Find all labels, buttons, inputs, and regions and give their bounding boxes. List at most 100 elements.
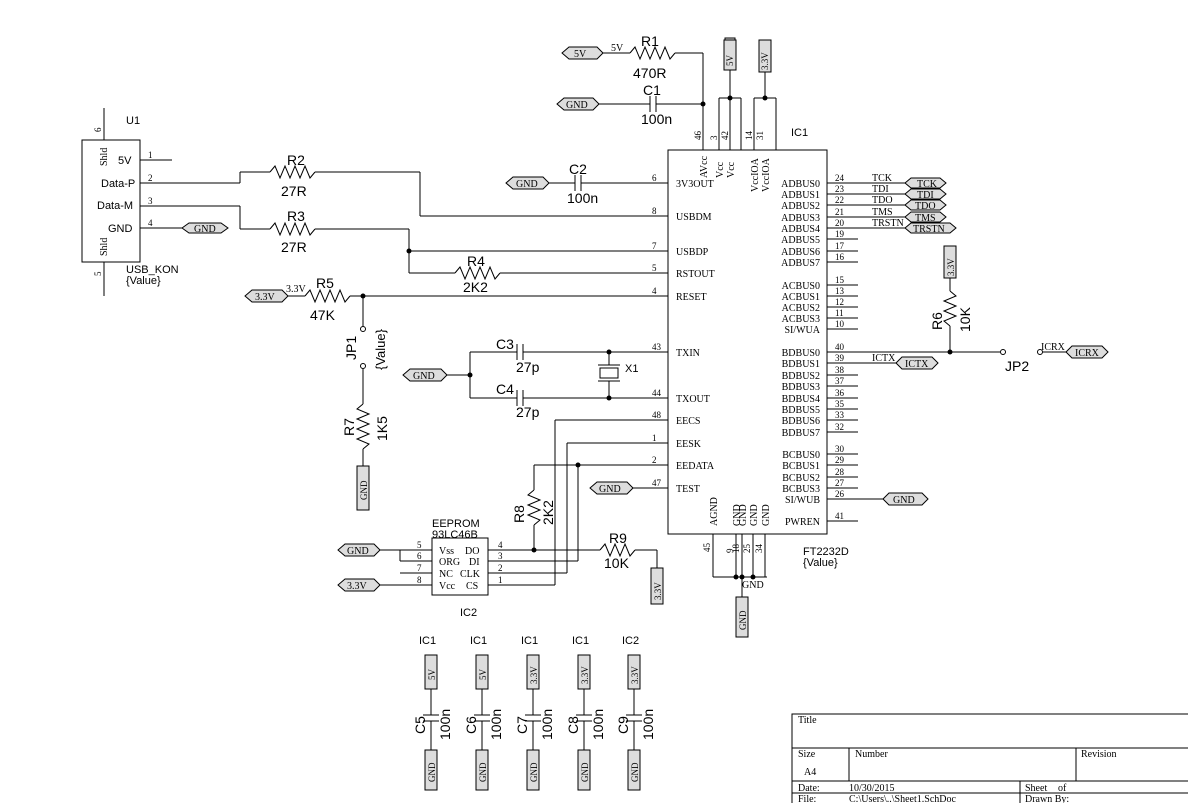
of-label: of bbox=[1058, 783, 1067, 794]
ic1-pin-name: BCBUS3 bbox=[782, 484, 820, 495]
port-tdi[interactable]: TDI bbox=[904, 188, 947, 201]
ic1-pin-number: 21 bbox=[835, 207, 844, 217]
svg-text:3: 3 bbox=[498, 551, 503, 561]
ic1-pin-number: 40 bbox=[835, 342, 845, 352]
size-value: A4 bbox=[804, 767, 816, 778]
port-3v3-r9[interactable]: 3.3V bbox=[650, 567, 664, 605]
supply-port-label: 3.3V bbox=[580, 666, 590, 684]
ic1-pin-number: 23 bbox=[835, 184, 845, 194]
ic1-pin-number: 31 bbox=[755, 131, 765, 140]
jtag-nets: TCK TDI TDO TMS TRSTN bbox=[850, 173, 905, 229]
svg-text:ICRX: ICRX bbox=[1075, 348, 1100, 359]
svg-text:Vss: Vss bbox=[439, 546, 454, 557]
decoupling-ic-label: IC1 bbox=[521, 635, 538, 647]
port-3v3-top[interactable]: 3.3V bbox=[758, 39, 772, 73]
svg-text:Vcc: Vcc bbox=[439, 581, 456, 592]
gnd-port-c1[interactable]: GND bbox=[556, 97, 600, 111]
port-trstn[interactable]: TRSTN bbox=[904, 222, 957, 235]
port-5v-r1[interactable]: 5V bbox=[561, 46, 604, 60]
r1-value: 470R bbox=[633, 65, 666, 81]
r7-value: 1K5 bbox=[374, 416, 390, 441]
port-3v3-ic2[interactable]: 3.3V bbox=[337, 578, 381, 592]
sheet-label: Sheet bbox=[1025, 783, 1047, 794]
svg-text:1: 1 bbox=[498, 575, 503, 585]
gnd-port bbox=[577, 749, 591, 791]
u1-pin-datap-label: Data-P bbox=[101, 178, 135, 190]
svg-text:3.3V: 3.3V bbox=[946, 258, 956, 276]
ic2-eeprom[interactable]: EEPROM 93LC46B IC2 5 6 7 8 4 3 2 1 Vss O… bbox=[400, 518, 578, 619]
ic1-pin-number: 42 bbox=[720, 131, 730, 140]
c1-value: 100n bbox=[641, 111, 672, 127]
ic2-part: EEPROM bbox=[432, 518, 480, 530]
ic1-pin-number: 12 bbox=[835, 297, 844, 307]
port-5v-top[interactable]: 5V bbox=[723, 37, 737, 71]
ic1-pin-number: 43 bbox=[652, 342, 662, 352]
ic1-pin-number: 47 bbox=[652, 478, 662, 488]
gnd-port-x1[interactable]: GND bbox=[402, 368, 448, 382]
port-tms[interactable]: TMS bbox=[904, 211, 947, 224]
gnd-port bbox=[526, 749, 540, 791]
port-tck[interactable]: TCK bbox=[904, 177, 947, 190]
r8-ref: R8 bbox=[511, 505, 527, 523]
ic1-pin-number: 46 bbox=[693, 131, 703, 141]
ic1-pin-name: Vcc bbox=[726, 161, 737, 178]
ic1-pin-number: 19 bbox=[835, 229, 845, 239]
port-3v3-r5[interactable]: 3.3V bbox=[244, 289, 289, 303]
port-3v3-r6[interactable]: 3.3V bbox=[943, 245, 957, 279]
svg-text:4: 4 bbox=[498, 540, 503, 550]
port-ictx[interactable]: ICTX bbox=[895, 356, 939, 370]
ic1-pin-name: ACBUS2 bbox=[782, 303, 820, 314]
ic1-pin-name: SI/WUA bbox=[784, 325, 820, 336]
ic1-pin-name: AGND bbox=[709, 497, 720, 526]
ic1-ft2232d[interactable]: IC1 FT2232D {Value} 46AVcc3Vcc42Vcc14Vcc… bbox=[652, 127, 858, 577]
svg-text:TDO: TDO bbox=[872, 195, 893, 206]
ic1-pin-name: ADBUS3 bbox=[781, 213, 820, 224]
ic1-pin-name: BCBUS0 bbox=[782, 450, 820, 461]
ic1-pin-number: 3 bbox=[709, 135, 719, 140]
gnd-port-u1[interactable]: GND bbox=[181, 222, 229, 235]
decoupling-ic-label: IC1 bbox=[572, 635, 589, 647]
svg-text:5V: 5V bbox=[574, 49, 587, 60]
ic1-pin-name: TXOUT bbox=[676, 394, 710, 405]
ic1-pin-number: 14 bbox=[744, 131, 754, 141]
ic1-pin-name: BDBUS0 bbox=[782, 348, 820, 359]
ic1-pin-name: ACBUS3 bbox=[782, 314, 820, 325]
ic1-left-pins: 63V3OUT8USBDM7USBDP5RSTOUT4RESET43TXIN44… bbox=[652, 173, 715, 495]
gnd-port-jp1[interactable]: GND bbox=[356, 465, 370, 511]
ic1-value: {Value} bbox=[803, 557, 838, 569]
cap-value: 100n bbox=[437, 709, 453, 740]
ic2-value: 93LC46B bbox=[432, 529, 478, 541]
cap-ref: C5 bbox=[412, 716, 428, 734]
ic1-pin-number: 24 bbox=[835, 173, 845, 183]
gnd-port-c2[interactable]: GND bbox=[505, 176, 550, 190]
u1-ref: U1 bbox=[126, 115, 140, 127]
gnd-port-ic2[interactable]: GND bbox=[337, 543, 381, 557]
port-icrx[interactable]: ICRX bbox=[1065, 345, 1109, 359]
ic1-pin-name: EEDATA bbox=[676, 461, 715, 472]
gnd-port-wub[interactable]: GND bbox=[882, 492, 929, 506]
gnd-port-test[interactable]: GND bbox=[589, 481, 634, 495]
u1-pin-num: 3 bbox=[148, 196, 153, 206]
ic1-pin-number: 28 bbox=[835, 467, 845, 477]
c2-ref: C2 bbox=[569, 161, 587, 177]
ic1-part: FT2232D bbox=[803, 546, 849, 558]
gnd-port-label: GND bbox=[427, 762, 437, 782]
ic1-pin-name: ADBUS5 bbox=[781, 235, 820, 246]
ic1-pin-number: 13 bbox=[835, 286, 845, 296]
gnd-port-ic1[interactable]: GND bbox=[735, 596, 749, 638]
file-label: File: bbox=[798, 794, 816, 803]
ic1-pin-number: 4 bbox=[652, 286, 657, 296]
ic1-pin-number: 44 bbox=[652, 388, 662, 398]
r5-ref: R5 bbox=[316, 275, 334, 291]
port-tdo[interactable]: TDO bbox=[904, 199, 947, 212]
supply-port-label: 5V bbox=[427, 669, 437, 681]
svg-text:2: 2 bbox=[498, 563, 503, 573]
u1-connector[interactable]: U1 5V Data-P Data-M GND Shld Shld 1 2 3 … bbox=[81, 108, 240, 296]
ic1-pin-number: 34 bbox=[754, 544, 764, 554]
svg-text:TDI: TDI bbox=[872, 184, 889, 195]
